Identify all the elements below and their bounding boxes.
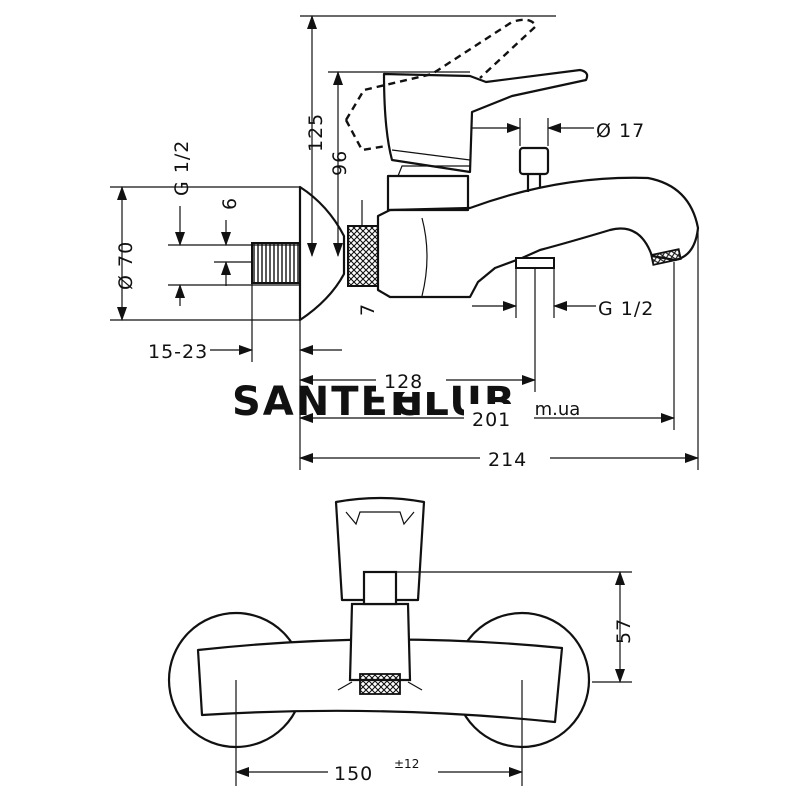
diverter-button (518, 146, 550, 176)
front-lever (334, 496, 426, 602)
dim-spout-reach: 201 (472, 409, 511, 431)
body-divider (421, 217, 428, 297)
mixer-body (376, 176, 700, 299)
lever-open-dashed (344, 18, 538, 121)
mixer-lever (382, 68, 589, 174)
dim-connection-height: 6 (219, 197, 241, 210)
front-diverter (362, 570, 398, 606)
front-spout (348, 602, 412, 682)
dim-center-tolerance: ±12 (394, 757, 419, 771)
spout-aerator (650, 248, 682, 266)
dim-lever-height: 125 (305, 113, 327, 152)
dim-handle-height: 57 (613, 618, 635, 644)
front-aerator (359, 673, 401, 695)
dim-button-diameter: Ø 17 (596, 120, 645, 142)
side-view-dimensions: 125 96 Ø 17 G 1/2 Ø 70 6 7 (110, 14, 699, 471)
dim-outlet-reach: 128 (384, 371, 423, 393)
side-view (251, 18, 700, 322)
front-view (167, 496, 591, 749)
dim-flange-diameter: Ø 70 (115, 241, 137, 290)
dim-total-length: 214 (488, 449, 527, 471)
cartridge-housing (386, 174, 470, 212)
front-view-dimensions: 57 150 ±12 (235, 571, 635, 786)
wall-flange (298, 185, 346, 322)
dim-outlet-thread: G 1/2 (598, 298, 654, 320)
connection-nut (347, 225, 379, 287)
dim-inlet-thread: G 1/2 (171, 140, 193, 196)
dim-center-distance: 150 (334, 763, 373, 785)
dim-eccentric-range: 15-23 (148, 341, 208, 363)
dim-nut-height: 7 (357, 303, 379, 316)
dim-body-height: 96 (329, 150, 351, 176)
outlet-connector (515, 257, 555, 269)
eccentric-thread (251, 242, 301, 284)
